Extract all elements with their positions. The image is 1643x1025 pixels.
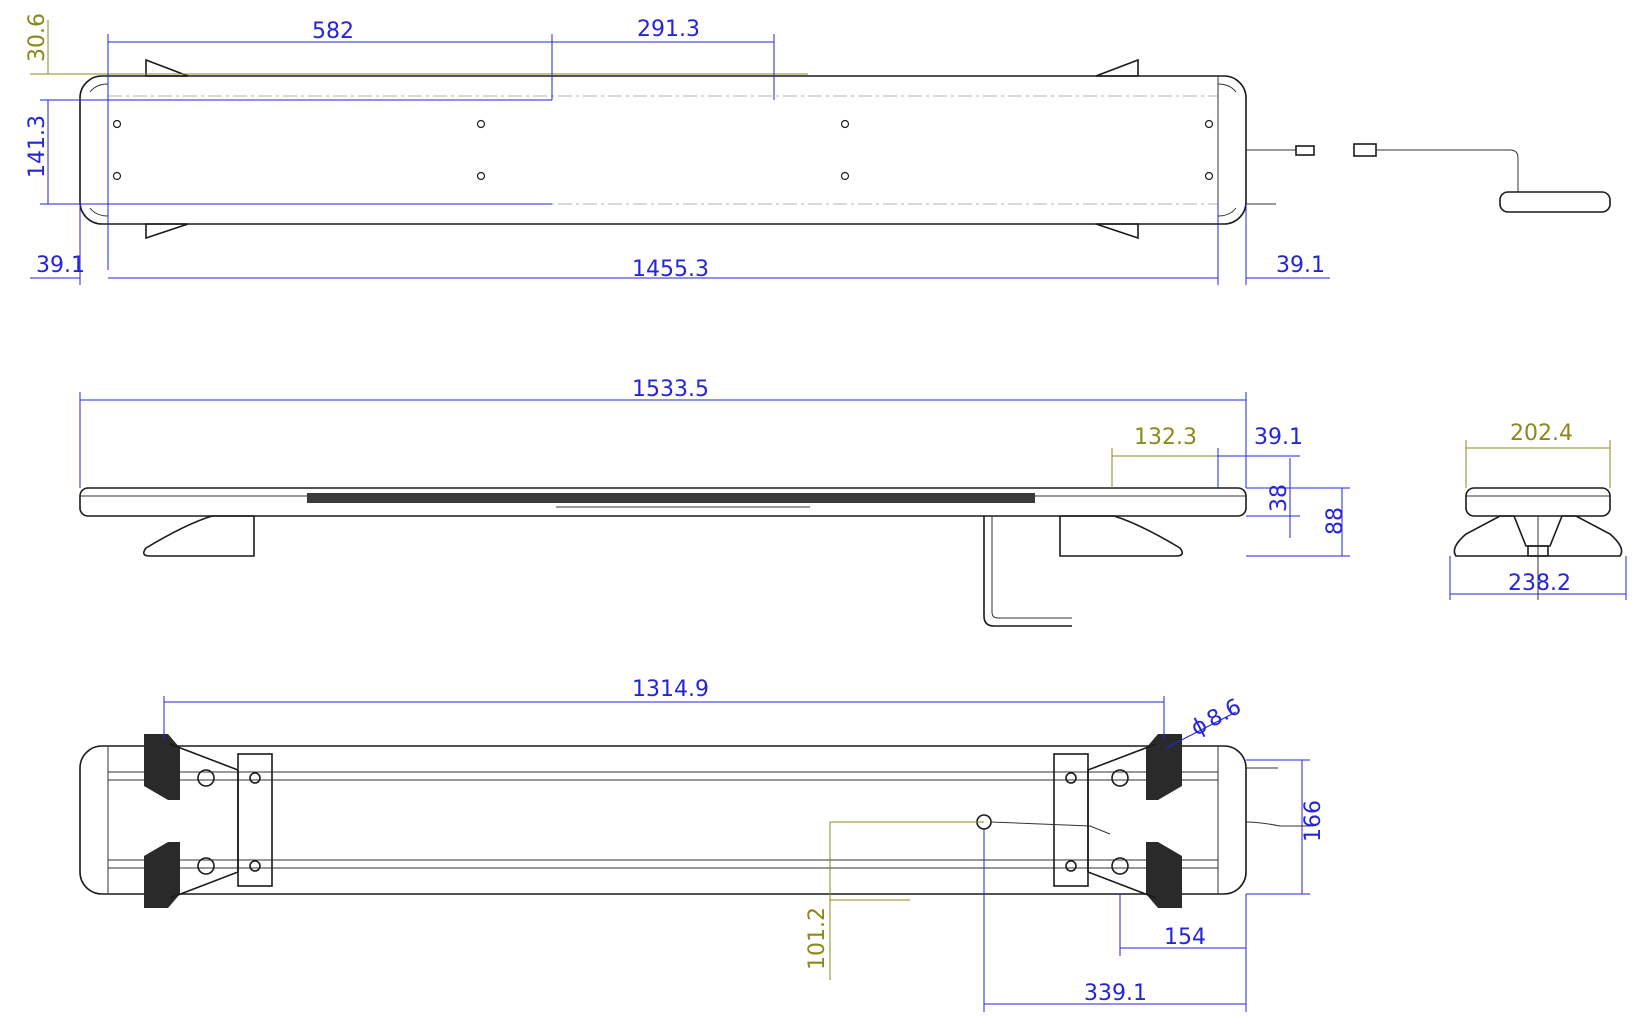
side-cable — [983, 516, 1072, 627]
dim-202-4: 202.4 — [1510, 421, 1573, 446]
dim-101-2: 101.2 — [805, 907, 830, 970]
bottom-view: 1314.9 ϕ 8.6 166 101.2 154 339.1 — [79, 677, 1326, 1012]
mount-foot-bottom-left — [145, 223, 189, 240]
dim-39-1-left: 39.1 — [36, 253, 85, 278]
dim-291-3: 291.3 — [637, 17, 700, 42]
lightbar-body-bottom — [79, 745, 1247, 895]
lightbar-body-side — [79, 487, 1247, 517]
dim-8-6: 8.6 — [1203, 694, 1246, 733]
dim-238-2: 238.2 — [1508, 571, 1571, 596]
bottom-dimensions — [163, 696, 1310, 1012]
lightbar-body-top — [79, 75, 1247, 225]
cable-assembly — [1246, 143, 1611, 213]
dim-1314-9: 1314.9 — [632, 677, 709, 702]
end-view: 202.4 238.2 — [1449, 421, 1627, 600]
dim-339-1: 339.1 — [1084, 981, 1147, 1006]
control-switch — [1499, 191, 1611, 213]
end-dimensions — [1449, 440, 1627, 600]
dim-hole-diameter: ϕ 8.6 — [1187, 694, 1246, 741]
end-foot-right — [1527, 515, 1623, 557]
dim-154: 154 — [1164, 925, 1206, 950]
dim-88: 88 — [1323, 507, 1348, 535]
mount-foot-top-right — [1095, 58, 1139, 77]
dim-141-3: 141.3 — [25, 115, 50, 178]
screw-holes-top — [112, 119, 1214, 181]
side-dimensions — [79, 392, 1350, 557]
dim-39-1-side: 39.1 — [1254, 425, 1303, 450]
dim-132-3: 132.3 — [1134, 425, 1197, 450]
dim-30-6: 30.6 — [25, 13, 50, 62]
side-view: 1533.5 132.3 39.1 38 88 — [79, 377, 1350, 627]
dim-39-1-right: 39.1 — [1276, 253, 1325, 278]
dim-166: 166 — [1301, 800, 1326, 842]
mount-foot-bottom-right — [1095, 223, 1139, 240]
dim-582: 582 — [312, 19, 354, 44]
top-dimensions — [30, 20, 1330, 285]
dim-1455-3: 1455.3 — [632, 257, 709, 282]
led-module-strip — [307, 493, 1035, 503]
dim-38: 38 — [1267, 484, 1292, 512]
top-view: 30.6 582 291.3 141.3 39.1 1455.3 39.1 — [25, 13, 1611, 285]
mount-bracket-left — [144, 734, 273, 908]
end-foot-left — [1453, 515, 1549, 557]
mount-bracket-right — [1053, 734, 1182, 908]
dim-1533-5: 1533.5 — [632, 377, 709, 402]
mount-foot-right — [1059, 515, 1184, 557]
lightbar-body-end — [1465, 487, 1611, 517]
mount-foot-left — [142, 515, 255, 557]
